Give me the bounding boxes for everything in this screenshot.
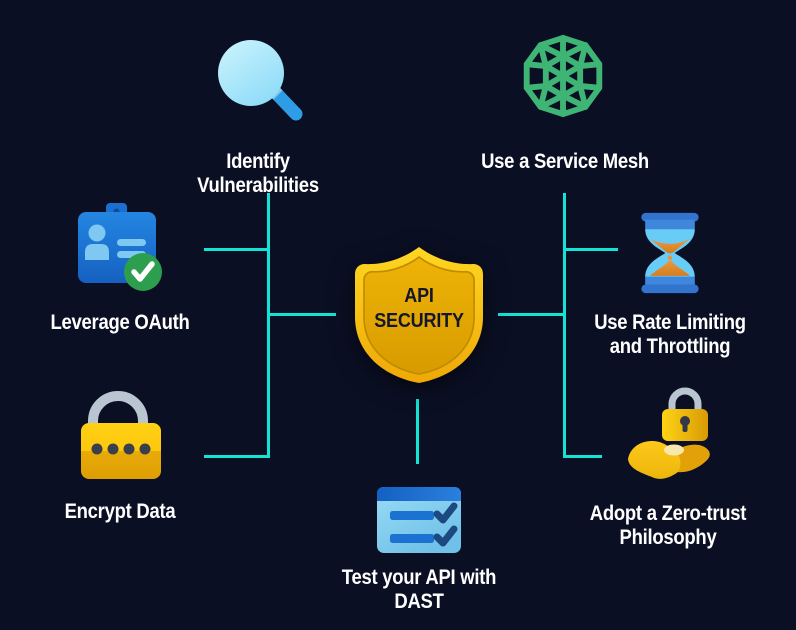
checklist-icon bbox=[377, 487, 461, 553]
shield-title: API SECURITY bbox=[352, 284, 485, 334]
label-dast: Test your API with DAST bbox=[341, 566, 497, 613]
label-leverage-oauth: Leverage OAuth bbox=[50, 311, 190, 334]
shield-title-line1: API bbox=[404, 285, 434, 307]
shield-icon bbox=[355, 247, 483, 383]
label-identify-vulnerabilities: Identify Vulnerabilities bbox=[197, 150, 319, 197]
connector-shield-to-right bbox=[498, 313, 566, 316]
connector-shield-to-dast bbox=[416, 399, 419, 464]
mesh-globe-icon bbox=[523, 34, 603, 118]
connector-right-vertical bbox=[563, 193, 566, 458]
label-service-mesh: Use a Service Mesh bbox=[481, 150, 649, 173]
hand-lock-icon bbox=[628, 387, 710, 479]
connector-oauth-branch bbox=[204, 248, 270, 251]
shield-title-line2: SECURITY bbox=[374, 310, 464, 332]
connector-left-vertical bbox=[267, 193, 270, 458]
connector-ratelimit-branch bbox=[563, 248, 618, 251]
connector-encrypt-branch bbox=[204, 455, 270, 458]
label-rate-limiting: Use Rate Limiting and Throttling bbox=[594, 311, 746, 358]
padlock-icon bbox=[81, 391, 161, 479]
connector-zerotrust-branch bbox=[563, 455, 602, 458]
magnifier-icon bbox=[218, 40, 303, 121]
hourglass-icon bbox=[641, 212, 699, 294]
label-zero-trust: Adopt a Zero-trust Philosophy bbox=[589, 502, 747, 549]
label-encrypt-data: Encrypt Data bbox=[64, 500, 176, 523]
connector-left-to-shield bbox=[267, 313, 336, 316]
id-card-check-icon bbox=[78, 203, 162, 291]
